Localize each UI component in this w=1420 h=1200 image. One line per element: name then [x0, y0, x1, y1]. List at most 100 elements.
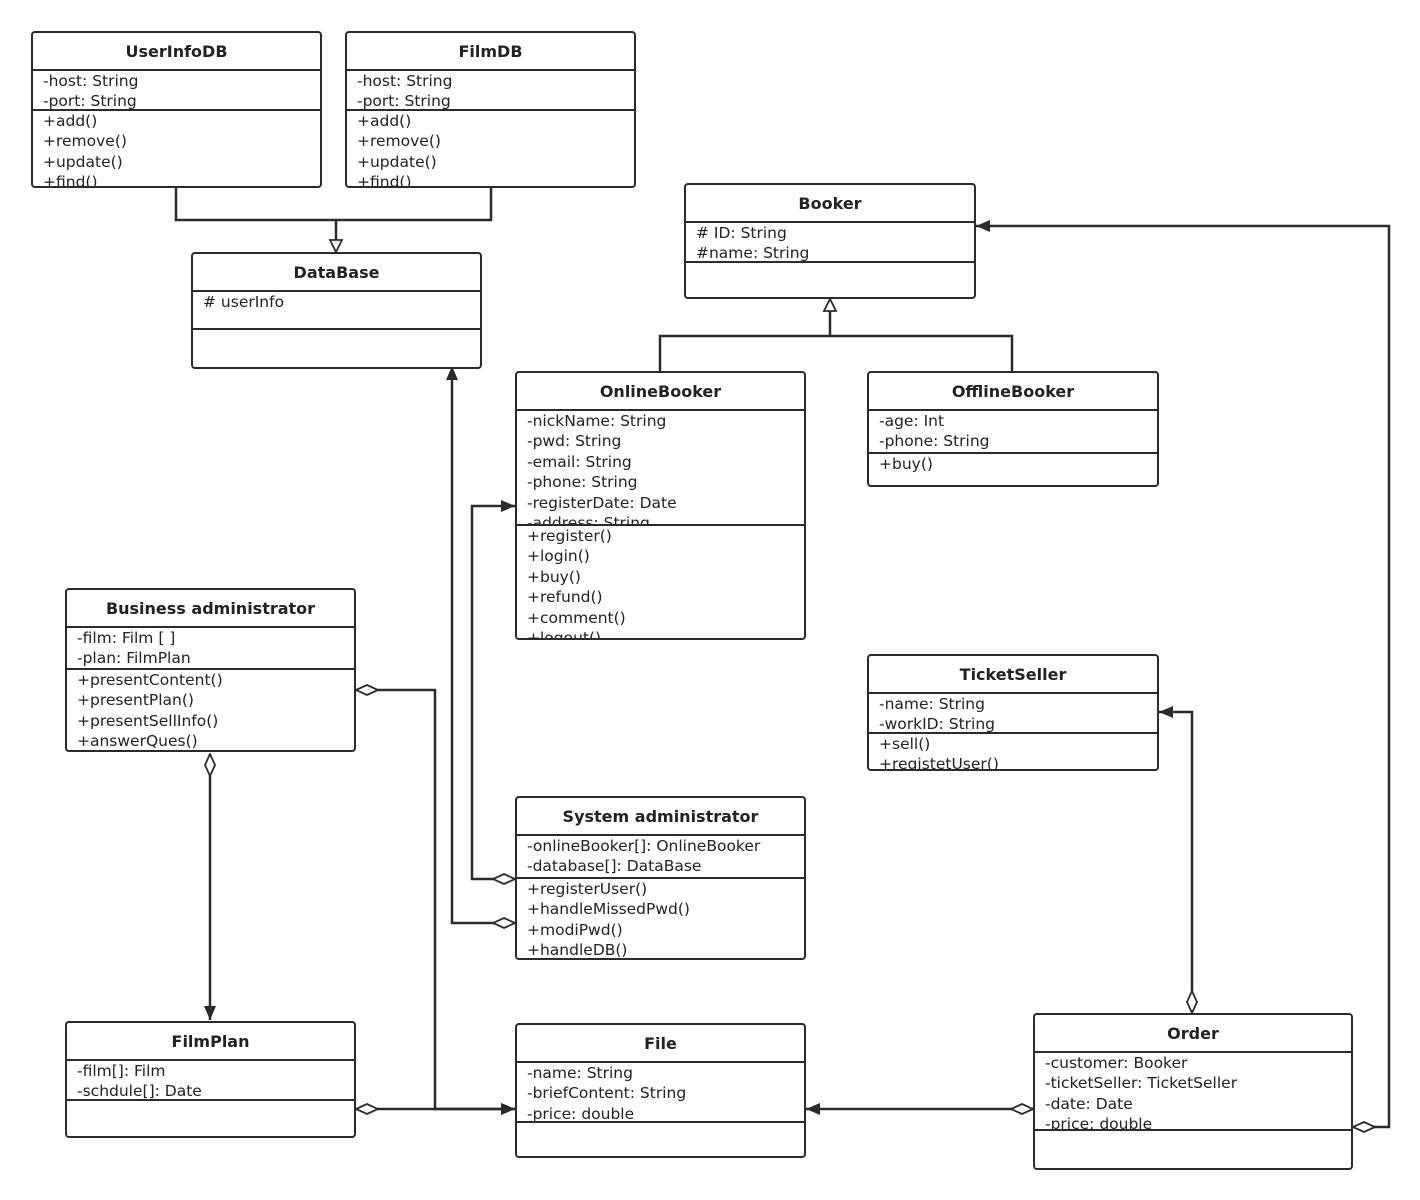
attribute: -pwd: String — [527, 432, 622, 451]
methods-section: +add() +remove()+update() +find() — [347, 111, 634, 188]
attribute: -nickName: String — [527, 412, 667, 430]
class-name: File — [517, 1025, 804, 1063]
attribute: -price: double — [527, 1104, 635, 1123]
attribute: -briefContent: String — [527, 1084, 687, 1103]
method: +sell() — [879, 735, 931, 753]
class-booker[interactable]: Booker# ID: String#name: String — [684, 183, 976, 299]
attribute: -host: String — [357, 72, 453, 90]
method: +handleDB() — [527, 941, 628, 960]
class-offlinebooker[interactable]: OfflineBooker-age: Int -phone: String +buy… — [867, 371, 1159, 487]
class-filmplan[interactable]: FilmPlan-film[]: Film-schdule[]: Date — [65, 1021, 356, 1138]
edge-sysadmin-database — [452, 366, 515, 923]
attribute: -phone: String — [879, 432, 990, 451]
methods-section: +registerUser() +handleMissedPwd()+modiPw… — [517, 879, 804, 960]
edge-order-booker — [976, 226, 1391, 1127]
attributes-section: -customer: Booker -ticketSeller: TicketSe… — [1035, 1053, 1351, 1131]
class-name: Booker — [686, 185, 974, 223]
attribute: -schdule[]: Date — [77, 1082, 202, 1101]
attribute: -port: String — [357, 92, 451, 111]
method: +update() — [357, 152, 437, 171]
attributes-section: -name: String -briefContent: String-price… — [517, 1063, 804, 1123]
method: +modiPwd() — [527, 920, 623, 939]
method: +update() — [43, 152, 123, 171]
method: +presentSellInfo() — [77, 711, 219, 730]
method: +register() — [527, 527, 612, 545]
class-name: Order — [1035, 1015, 1351, 1053]
attribute: -plan: FilmPlan — [77, 649, 191, 668]
class-order[interactable]: Order-customer: Booker -ticketSeller: Tic… — [1033, 1013, 1353, 1170]
attribute: -ticketSeller: TicketSeller — [1045, 1074, 1238, 1093]
class-userinfodb[interactable]: UserInfoDB-host: String-port: String+add… — [31, 31, 322, 188]
edge-businessadmin-file — [356, 690, 515, 1109]
class-filmdb[interactable]: FilmDB-host: String -port: String+add() +r… — [345, 31, 636, 188]
method: +answerQues() — [77, 732, 198, 751]
method: +presentContent() — [77, 671, 223, 689]
method: +comment() — [527, 608, 626, 627]
method: +add() — [357, 112, 412, 130]
method: +handleMissedPwd() — [527, 900, 690, 919]
class-name: TicketSeller — [869, 656, 1157, 694]
attributes-section: # userInfo — [193, 292, 480, 330]
class-name: System administrator — [517, 798, 804, 836]
attribute: -port: String — [43, 92, 137, 111]
attribute: -film[]: Film — [77, 1062, 166, 1080]
methods-section: +add()+remove()+update()+find() — [33, 111, 320, 188]
method: +registetUser() — [879, 755, 999, 771]
attribute: -name: String — [879, 695, 985, 713]
attributes-section: -name: String -workID: String — [869, 694, 1157, 734]
attribute: -age: Int — [879, 412, 945, 430]
edge-filmdb-database — [336, 187, 493, 222]
method: +logout() — [527, 629, 602, 640]
attributes-section: -film: Film [ ] -plan: FilmPlan — [67, 628, 354, 670]
class-name: UserInfoDB — [33, 33, 320, 71]
attribute: -onlineBooker[]: OnlineBooker — [527, 837, 761, 855]
class-sysadmin[interactable]: System administrator-onlineBooker[]: Onl… — [515, 796, 806, 960]
methods-section: +buy() — [869, 454, 1157, 474]
attribute: -address: String — [527, 514, 650, 526]
method: +remove() — [357, 132, 441, 151]
class-businessadmin[interactable]: Business administrator-film: Film [ ] -pl… — [65, 588, 356, 752]
attribute: -database[]: DataBase — [527, 857, 702, 876]
attributes-section: # ID: String#name: String — [686, 223, 974, 263]
method: +find() — [43, 173, 98, 188]
edge-sysadmin-onlinebooker — [470, 506, 515, 879]
class-database[interactable]: DataBase# userInfo — [191, 252, 482, 369]
edge-userinfodb-database — [174, 187, 336, 222]
method: +find() — [357, 173, 412, 188]
attribute: -host: String — [43, 72, 139, 90]
edge-order-ticketseller — [1159, 712, 1192, 1013]
attribute: # userInfo — [203, 293, 285, 311]
attribute: -name: String — [527, 1064, 633, 1082]
attribute: -workID: String — [879, 715, 996, 734]
method: +buy() — [879, 455, 933, 473]
class-name: OfflineBooker — [869, 373, 1157, 411]
method: +refund() — [527, 588, 603, 607]
method: +registerUser() — [527, 880, 648, 898]
class-ticketseller[interactable]: TicketSeller-name: String -workID: String… — [867, 654, 1159, 771]
class-name: OnlineBooker — [517, 373, 804, 411]
method: +remove() — [43, 132, 127, 151]
methods-section: +presentContent()+presentPlan()+presentS… — [67, 670, 354, 751]
attribute: -price: double — [1045, 1115, 1153, 1131]
attributes-section: -onlineBooker[]: OnlineBooker -database[]… — [517, 836, 804, 879]
edge-onlinebooker-booker — [658, 334, 830, 371]
class-name: FilmDB — [347, 33, 634, 71]
attribute: -customer: Booker — [1045, 1054, 1188, 1072]
method: +buy() — [527, 567, 581, 586]
class-name: DataBase — [193, 254, 480, 292]
attributes-section: -nickName: String -pwd: String-email: Str… — [517, 411, 804, 526]
method: +login() — [527, 547, 590, 566]
attribute: #name: String — [696, 244, 810, 263]
methods-section: +sell() +registetUser() — [869, 734, 1157, 771]
attribute: -phone: String — [527, 473, 638, 492]
attributes-section: -age: Int -phone: String — [869, 411, 1157, 454]
class-onlinebooker[interactable]: OnlineBooker-nickName: String -pwd: Strin… — [515, 371, 806, 640]
attribute: -film: Film [ ] — [77, 629, 176, 647]
class-file[interactable]: File-name: String -briefContent: String-p… — [515, 1023, 806, 1158]
class-name: Business administrator — [67, 590, 354, 628]
edge-offlinebooker-booker — [830, 334, 1014, 371]
attributes-section: -film[]: Film -schdule[]: Date — [67, 1061, 354, 1101]
attributes-section: -host: String -port: String — [347, 71, 634, 111]
attribute: -email: String — [527, 452, 632, 471]
